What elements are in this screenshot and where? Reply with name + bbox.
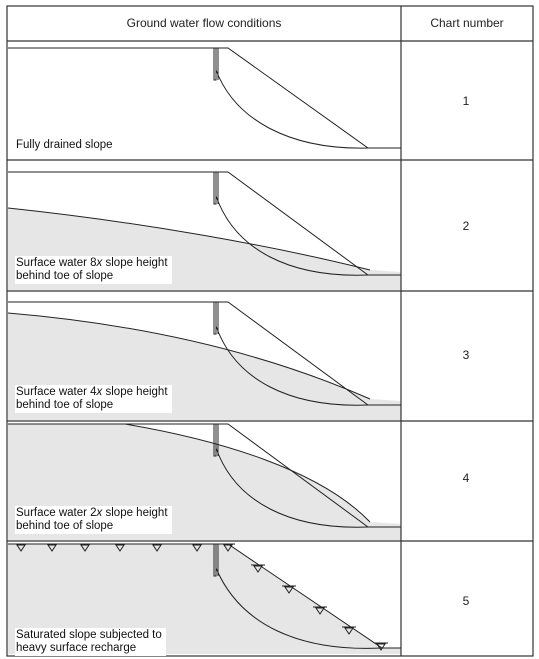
condition-caption: Fully drained slope <box>15 138 117 153</box>
caption-line: behind toe of slope <box>16 520 114 532</box>
header-chart-number: Chart number <box>430 16 504 30</box>
slope-row3 <box>8 301 401 406</box>
chart-number: 3 <box>462 348 470 362</box>
condition-caption: Surface water 2x slope height behind toe… <box>15 506 172 534</box>
header-conditions: Ground water flow conditions <box>126 16 282 30</box>
caption-line: behind toe of slope <box>16 270 114 282</box>
caption-line: behind toe of slope <box>16 399 114 411</box>
caption-line: Fully drained slope <box>16 139 113 151</box>
caption-line: Saturated slope subjected to <box>16 629 162 641</box>
caption-line: Surface water 2x slope height <box>16 507 168 519</box>
condition-caption: Surface water 4x slope height behind toe… <box>15 385 172 413</box>
slope-row4 <box>8 423 401 528</box>
slope-row1 <box>8 47 401 149</box>
chart-number: 2 <box>462 219 470 233</box>
chart-number: 4 <box>462 471 470 485</box>
slope-row2 <box>8 171 401 276</box>
water-level-symbols <box>14 543 388 651</box>
chart-number: 1 <box>462 94 470 108</box>
caption-line: Surface water 4x slope height <box>16 386 168 398</box>
condition-caption: Surface water 8x slope height behind toe… <box>15 256 172 284</box>
condition-caption: Saturated slope subjected to heavy surfa… <box>15 628 166 656</box>
caption-line: heavy surface recharge <box>16 642 137 654</box>
chart-number: 5 <box>462 594 470 608</box>
caption-line: Surface water 8x slope height <box>16 257 168 269</box>
table-grid <box>6 5 534 657</box>
water-table-row5 <box>8 544 401 654</box>
